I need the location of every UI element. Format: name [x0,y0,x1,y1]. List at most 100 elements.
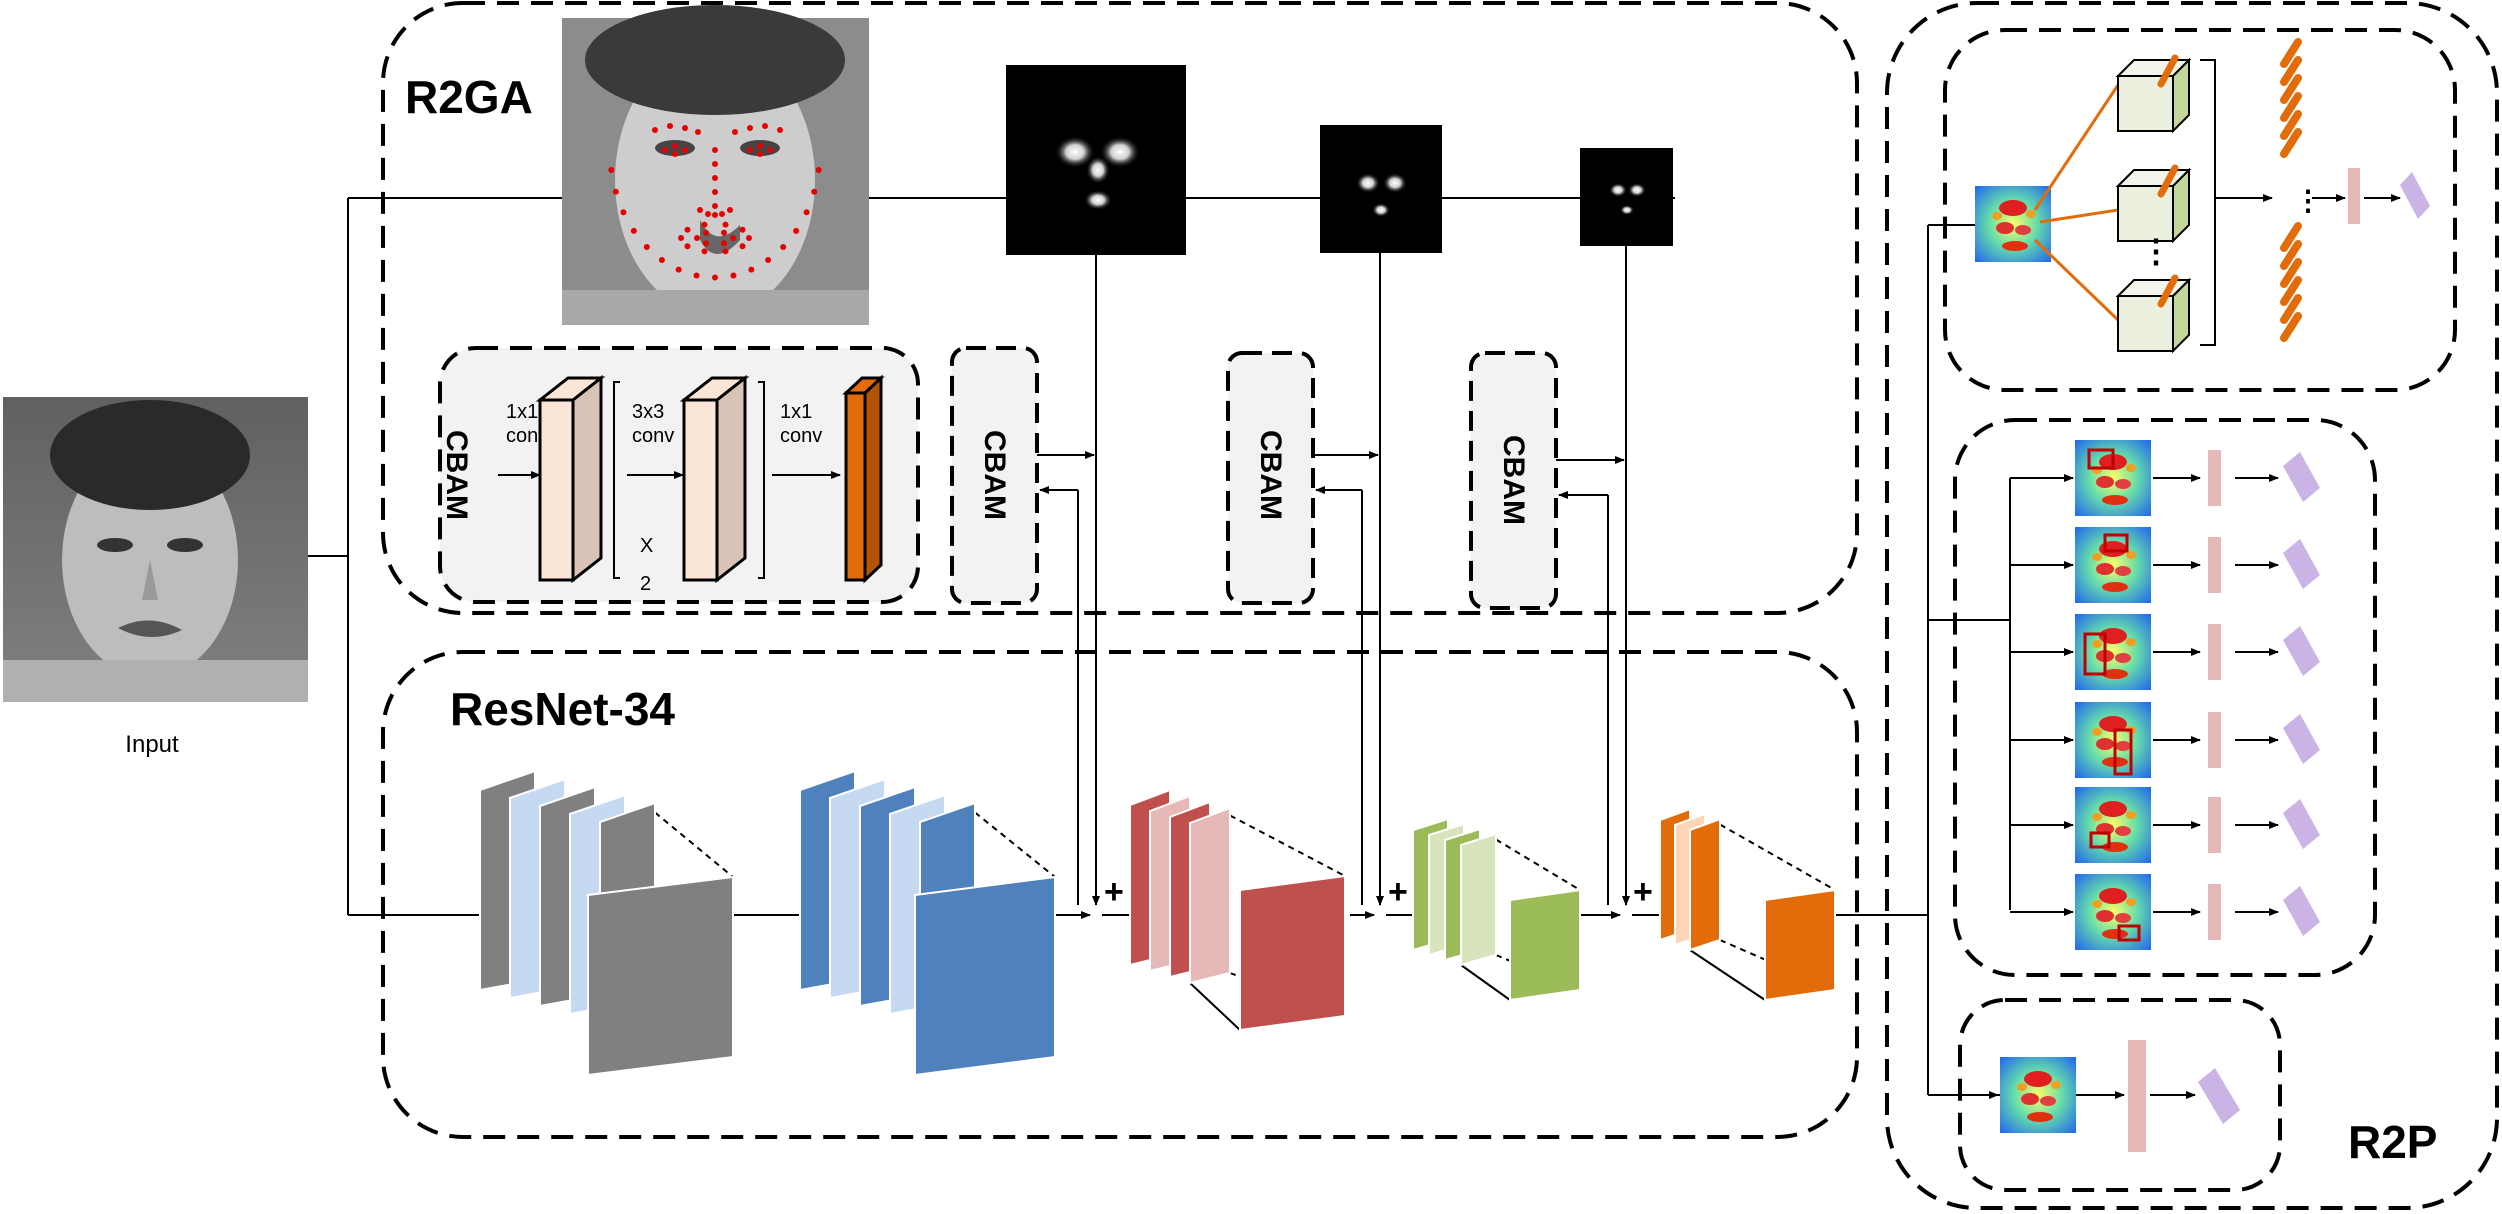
feature-bar [2280,312,2302,342]
resnet-stages [479,769,1836,1077]
feature-bar [2280,128,2302,158]
region-feature [2208,797,2221,853]
landmark-point [705,211,711,217]
landmark-point [722,221,729,228]
r2p-title: R2P [2348,1116,2437,1168]
conv1x1-a-label2: conv [506,425,548,447]
landmark-point [684,226,691,233]
landmark-point [703,240,709,247]
landmark-point [780,243,787,250]
landmark-point [712,161,718,167]
feature-bar [2280,222,2302,252]
cbam-box-3-label: CBAM [1497,435,1530,525]
feature-map-output [1239,874,1346,1032]
region-row-6 [2010,874,2320,950]
region-box [2083,632,2107,676]
input-face-image [3,397,308,702]
perspective-line [1719,823,1836,891]
feature-bar [2280,92,2302,122]
perspective-line [974,811,1056,878]
landmark-point [682,125,688,131]
perspective-line [1460,964,1511,1001]
global-branch-heatmap [2000,1057,2076,1133]
input-branch-lines [308,197,562,916]
cube-bracket [2200,59,2216,346]
region-feature [2208,624,2221,680]
feature-bar [2280,276,2302,306]
facial-landmark-points [608,123,822,281]
cbam-connections [1037,246,1630,906]
region-row-4 [2010,702,2320,778]
cbam-box-2: CBAM [1226,351,1315,605]
landmark-point [777,127,783,133]
r2p-region-branch-border [1953,418,2377,977]
feature-map-output [914,875,1056,1077]
conv3x3-label2: conv [632,425,674,447]
attention-map-3 [1580,148,1673,246]
feature-bar [2280,240,2302,270]
region-row-3 [2010,614,2320,690]
conv1x1-b-label: 1x1 [780,401,812,423]
landmark-point [746,235,752,241]
landmark-point [684,243,691,250]
landmark-point [803,209,810,216]
region-row-2 [2010,527,2320,603]
region-box [2103,533,2129,553]
landmark-point [712,189,718,195]
region-box [2089,831,2111,849]
cbam-box-2-label: CBAM [1254,430,1287,520]
landmark-point [672,151,678,157]
region-box [2113,728,2133,776]
landmark-point [739,226,746,233]
resnet-stage-red [1129,788,1346,1032]
landmark-point [811,188,818,195]
repeat-x-label: X [640,535,653,557]
landmark-point [747,125,753,131]
landmark-point [703,229,709,236]
r2p-branch-lines [1927,224,2011,1096]
local-fused-feature [2348,168,2360,224]
conv3x3-label: 3x3 [632,401,664,423]
landmark-point [757,143,763,149]
region-row-5 [2010,787,2320,863]
feature-map-output [587,875,734,1077]
cbam-box-3: CBAM [1469,351,1558,610]
plus-sign-2: + [1388,873,1408,911]
landmark-point [620,209,627,216]
patch-cube-1 [2115,54,2192,134]
input-label: Input [125,731,179,758]
global-output [2198,1068,2240,1124]
landmark-point [767,147,773,153]
landmark-point [712,147,718,153]
landmark-point [732,129,738,135]
global-feature [2128,1040,2146,1152]
bottleneck-block-1 [535,374,606,584]
conv1x1-b-label2: conv [780,425,822,447]
landmark-point [672,143,678,149]
landmark-point [694,235,700,241]
landmark-point [739,243,746,250]
bar-ellipsis: ⋮ [2294,185,2322,216]
landmark-point [701,248,708,255]
landmark-point [712,175,718,181]
bottleneck-block-2 [679,374,750,584]
resnet-stage-blue [799,769,1056,1077]
landmark-point [712,203,718,209]
local-patch-cubes [2115,54,2192,354]
landmark-point [722,248,729,255]
patch-cube-3 [2115,274,2192,354]
perspective-line [654,811,734,878]
resnet-stage-green [1412,817,1581,1002]
landmark-point [815,166,822,173]
cube-ellipsis: ⋮ [2140,233,2172,269]
r2p-module-border [1885,1,2499,1210]
repeat-bracket-right [758,381,765,579]
repeat-count-label: 2 [640,573,651,595]
region-feature [2208,712,2221,768]
landmark-point [695,129,701,135]
landmark-point [682,147,688,153]
landmark-point [693,272,700,279]
landmark-point [701,221,708,228]
resnet-title: ResNet-34 [450,683,675,735]
repeat-bracket-left [613,381,620,579]
